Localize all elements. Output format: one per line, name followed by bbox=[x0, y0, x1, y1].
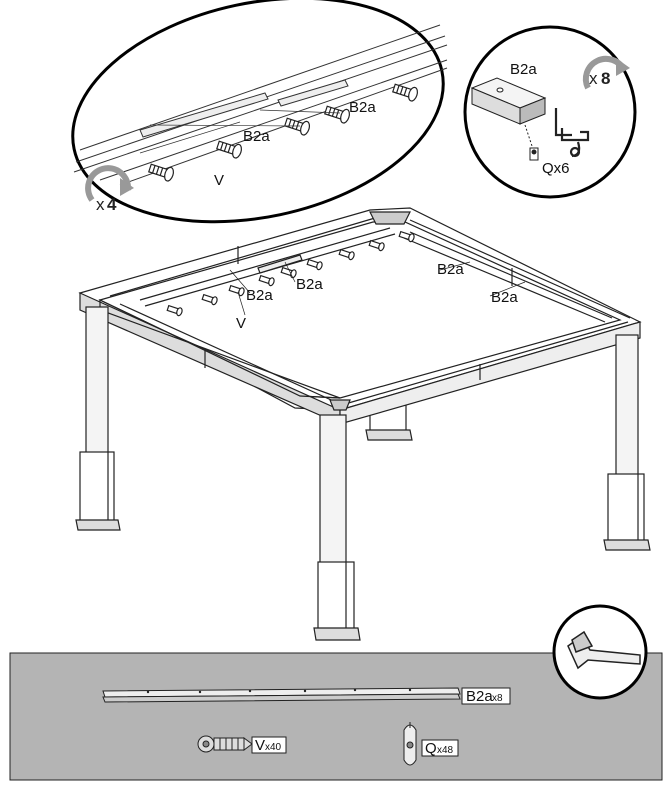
rail-part-qty: x8 bbox=[492, 693, 503, 704]
rail-profile-icon bbox=[554, 108, 590, 158]
main-label-b2a-1: B2a bbox=[246, 287, 273, 304]
main-label-b2a-4: B2a bbox=[491, 289, 518, 306]
detail-label-v: V bbox=[214, 172, 224, 189]
clip-part-qty: x48 bbox=[437, 745, 454, 756]
detail-label-b2a-1: B2a bbox=[243, 128, 270, 145]
gazebo-frame bbox=[75, 207, 651, 641]
roof-frame bbox=[78, 207, 642, 425]
clip-part-name: Q bbox=[425, 740, 437, 757]
detail-screws bbox=[148, 83, 418, 182]
rotate-x4-prefix: x bbox=[96, 195, 105, 214]
main-label-b2a-2: B2a bbox=[296, 276, 323, 293]
detail-label-b2a-2: B2a bbox=[349, 99, 376, 116]
clip-part-tag: Q x48 bbox=[421, 739, 459, 757]
main-label-v: V bbox=[236, 315, 246, 332]
screw-part-name: V bbox=[255, 737, 265, 754]
right-post bbox=[603, 334, 651, 551]
profile-label-b2a: B2a bbox=[510, 61, 537, 78]
frame-screws bbox=[166, 230, 415, 317]
front-center-post bbox=[313, 414, 361, 641]
profile-callout: B2a Qx6 x 8 bbox=[463, 25, 637, 199]
rail-part-tag: B2a x8 bbox=[461, 687, 511, 705]
rotate-x8-prefix: x bbox=[589, 69, 598, 88]
detail-callout: B2a B2a V x 4 bbox=[71, 0, 448, 224]
profile-label-q: Qx6 bbox=[542, 160, 570, 177]
rail-part-name: B2a bbox=[466, 688, 493, 705]
clip-part-icon bbox=[403, 722, 417, 766]
rail-end-detail bbox=[552, 604, 648, 700]
rotate-x8-icon: x 8 bbox=[582, 55, 630, 90]
rotate-x8-count: 8 bbox=[601, 69, 610, 88]
front-left-post bbox=[75, 306, 121, 531]
screw-part-qty: x40 bbox=[265, 742, 282, 753]
parts-panel: B2a x8 V x40 Q x48 bbox=[9, 604, 663, 781]
clip-icon bbox=[524, 124, 539, 161]
screw-part-icon bbox=[197, 735, 253, 753]
inner-rails bbox=[139, 227, 613, 323]
main-label-b2a-3: B2a bbox=[437, 261, 464, 278]
screw-part-tag: V x40 bbox=[251, 736, 287, 754]
rail-part-icon bbox=[102, 687, 461, 703]
rotate-x4-icon: x 4 bbox=[85, 165, 134, 214]
detail-rail-b2a bbox=[139, 79, 349, 138]
rotate-x4-count: 4 bbox=[107, 195, 117, 214]
